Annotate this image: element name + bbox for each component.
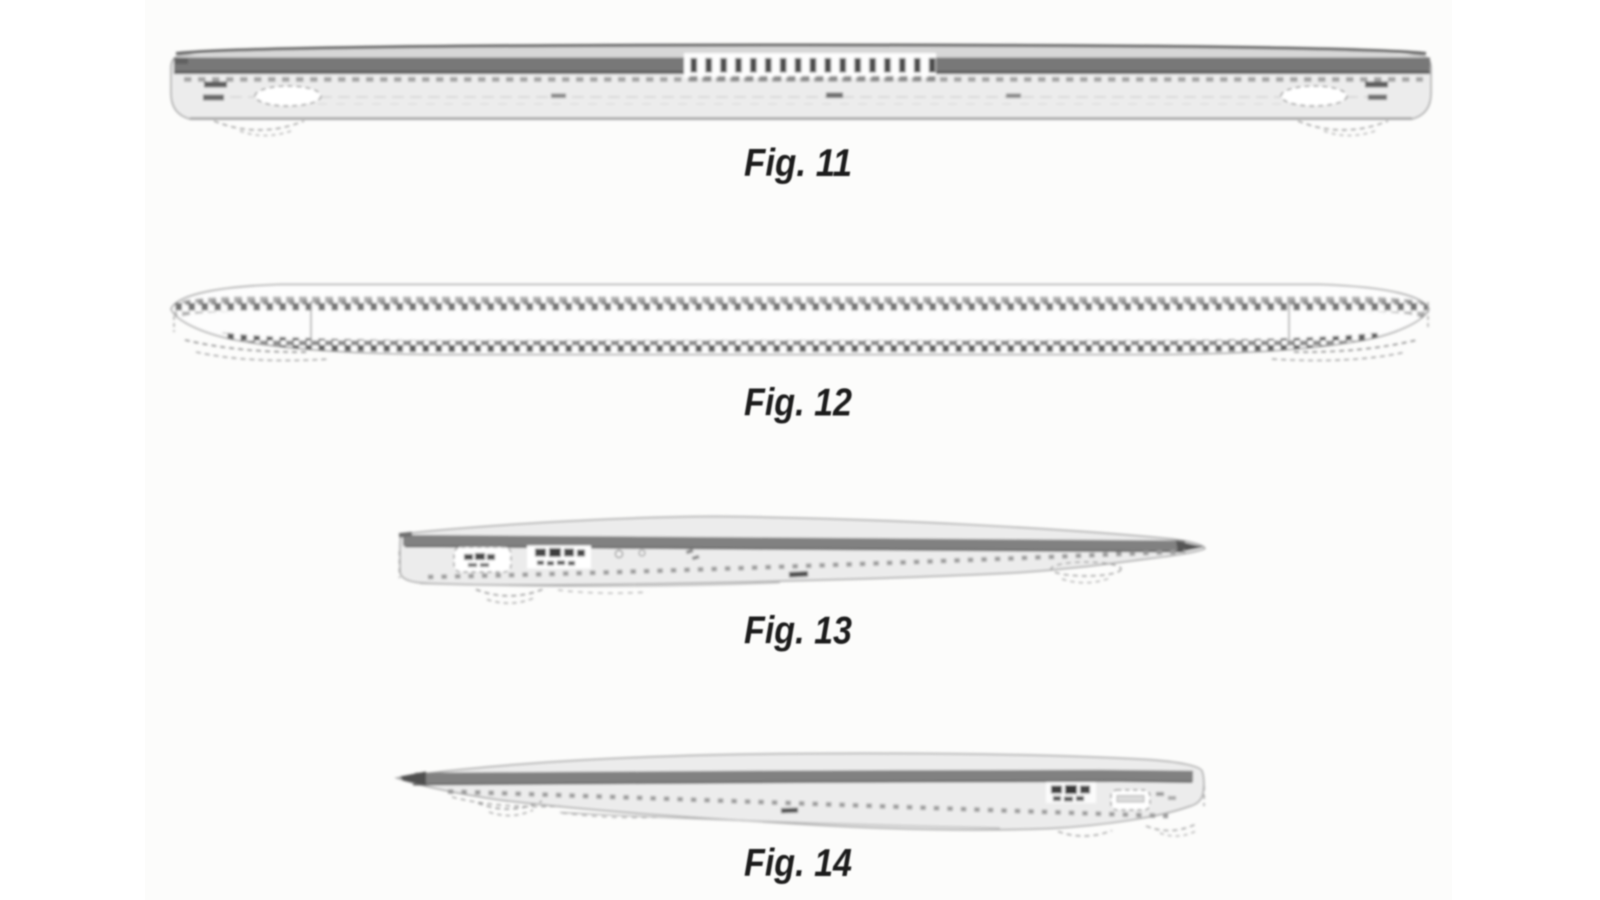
svg-text:Fig. 12: Fig. 12 [744, 382, 852, 425]
svg-text:Fig. 11: Fig. 11 [744, 142, 852, 185]
svg-text:Fig. 13: Fig. 13 [744, 610, 852, 653]
svg-text:Fig. 14: Fig. 14 [744, 842, 852, 885]
